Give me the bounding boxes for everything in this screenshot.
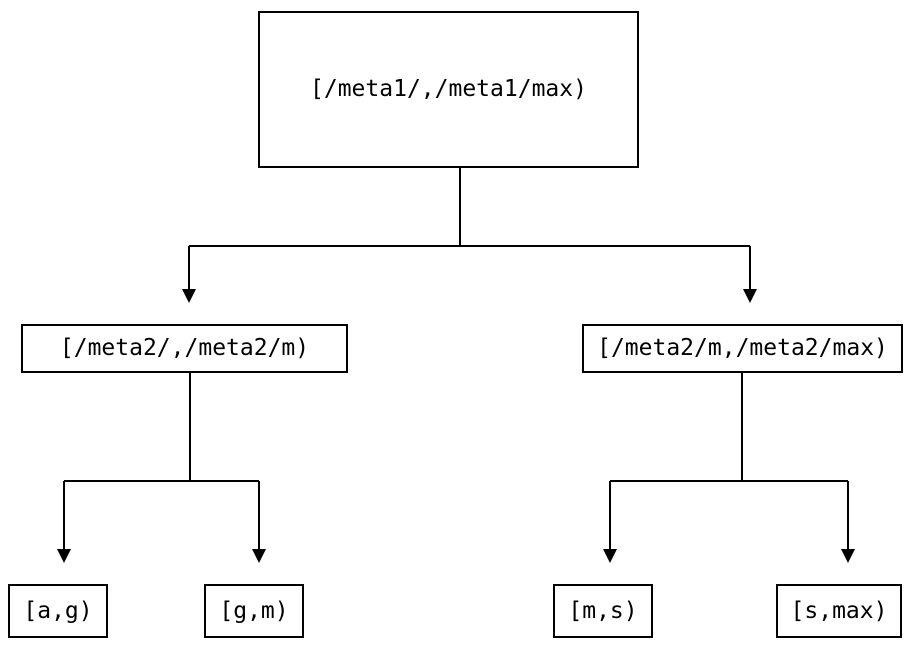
node-leaf-ms[interactable]: [m,s) xyxy=(553,584,653,638)
node-meta2-high[interactable]: [/meta2/m,/meta2/max) xyxy=(582,324,903,373)
arrowhead-root-to-meta2-high xyxy=(743,289,757,303)
node-leaf-gm-label: [g,m) xyxy=(219,597,289,624)
node-meta2-low-label: [/meta2/,/meta2/m) xyxy=(59,335,310,361)
node-leaf-gm[interactable]: [g,m) xyxy=(204,584,304,638)
node-leaf-ag-label: [a,g) xyxy=(23,597,93,624)
node-leaf-ms-label: [m,s) xyxy=(568,597,638,624)
arrowhead-meta2-high-to-leaf-ms xyxy=(603,549,617,563)
arrowhead-meta2-low-to-leaf-gm xyxy=(252,549,266,563)
node-root[interactable]: [/meta1/,/meta1/max) xyxy=(258,11,639,168)
node-root-label: [/meta1/,/meta1/max) xyxy=(310,76,587,102)
arrowhead-meta2-low-to-leaf-ag xyxy=(57,549,71,563)
node-leaf-ag[interactable]: [a,g) xyxy=(8,584,108,638)
node-meta2-low[interactable]: [/meta2/,/meta2/m) xyxy=(21,324,348,373)
arrowhead-root-to-meta2-low xyxy=(182,289,196,303)
node-meta2-high-label: [/meta2/m,/meta2/max) xyxy=(597,335,888,361)
arrowhead-meta2-high-to-leaf-smax xyxy=(841,549,855,563)
node-leaf-smax[interactable]: [s,max) xyxy=(776,584,902,638)
node-leaf-smax-label: [s,max) xyxy=(790,597,888,624)
